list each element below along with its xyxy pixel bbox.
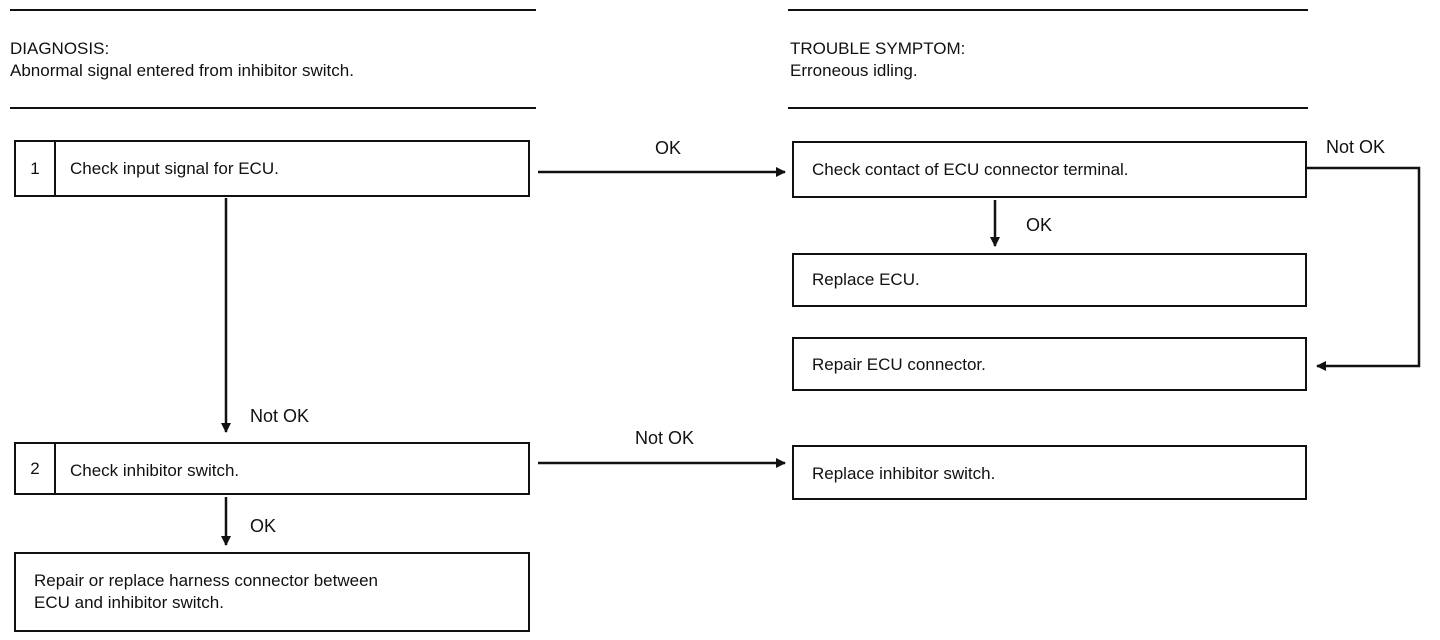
label-contact-notok: Not OK <box>1326 137 1386 157</box>
symptom-text: Erroneous idling. <box>790 61 918 80</box>
label-contact-ok: OK <box>1026 215 1053 235</box>
replace-switch-box: Replace inhibitor switch. <box>792 445 1307 500</box>
label-step2-notok: Not OK <box>635 428 695 448</box>
left-top-rule <box>10 9 536 11</box>
check-contact-text: Check contact of ECU connector terminal. <box>812 160 1129 179</box>
diagnosis-text: Abnormal signal entered from inhibitor s… <box>10 61 354 80</box>
step-2-number: 2 <box>16 444 56 493</box>
step-1-text: Check input signal for ECU. <box>70 159 279 178</box>
replace-ecu-text: Replace ECU. <box>812 270 920 289</box>
symptom-heading: TROUBLE SYMPTOM: <box>790 39 966 58</box>
repair-harness-box: Repair or replace harness connector betw… <box>14 552 530 632</box>
step-1-box: 1 Check input signal for ECU. <box>14 140 530 197</box>
label-step1-ok: OK <box>655 138 682 158</box>
left-heading-rule <box>10 107 536 109</box>
repair-connector-text: Repair ECU connector. <box>812 355 986 374</box>
arrow-contact-notok <box>1307 166 1421 371</box>
step-2-text: Check inhibitor switch. <box>70 461 240 480</box>
check-contact-box: Check contact of ECU connector terminal. <box>792 141 1307 198</box>
repair-harness-line-1: Repair or replace harness connector betw… <box>34 571 378 590</box>
step-2-box: 2 Check inhibitor switch. <box>14 442 530 495</box>
label-step1-notok: Not OK <box>250 406 310 426</box>
replace-switch-text: Replace inhibitor switch. <box>812 464 996 483</box>
step-1-number: 1 <box>16 142 56 195</box>
diagnosis-heading: DIAGNOSIS: <box>10 39 110 58</box>
repair-harness-line-2: ECU and inhibitor switch. <box>34 593 224 612</box>
right-heading-rule <box>788 107 1308 109</box>
repair-connector-box: Repair ECU connector. <box>792 337 1307 391</box>
replace-ecu-box: Replace ECU. <box>792 253 1307 307</box>
label-step2-ok: OK <box>250 516 277 536</box>
right-top-rule <box>788 9 1308 11</box>
